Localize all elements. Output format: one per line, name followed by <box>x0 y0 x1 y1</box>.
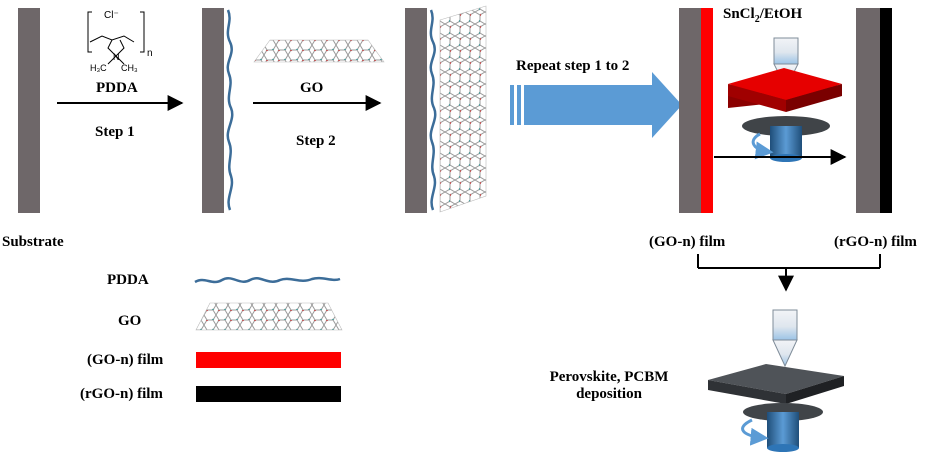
pdda-arrow-label: PDDA <box>96 80 138 96</box>
go-layer <box>439 5 487 213</box>
rgo-n-film-layer <box>880 8 892 213</box>
chloride-label: Cl⁻ <box>104 10 119 21</box>
substrate-rgo-n <box>856 8 880 213</box>
legend-go-swatch <box>195 302 343 331</box>
step2-label: Step 2 <box>296 133 336 149</box>
legend-pdda-swatch <box>194 276 341 284</box>
legend-rgo-n-label: (rGO-n) film <box>80 386 163 402</box>
pdda-layer <box>226 9 234 211</box>
perovskite-line1: Perovskite, PCBM <box>549 369 669 385</box>
substrate-pdda <box>202 8 224 213</box>
legend-go-label: GO <box>118 313 142 329</box>
repeat-arrow <box>510 72 682 138</box>
perovskite-pipette-icon <box>772 309 798 368</box>
sncl2-main: SnCl <box>723 6 755 22</box>
methyl-right-label: CH₃ <box>121 63 138 73</box>
legend-pdda-label: PDDA <box>107 272 149 288</box>
substrate-pdda-go <box>405 8 427 213</box>
perovskite-label: Perovskite, PCBM deposition <box>534 369 684 404</box>
substrate-go-n <box>679 8 701 213</box>
go-n-film-layer <box>701 8 713 213</box>
substrate-label: Substrate <box>2 234 64 250</box>
legend-rgo-n-swatch <box>196 386 341 402</box>
step1-label: Step 1 <box>95 124 135 140</box>
sncl2-subscript: 2 <box>754 14 760 25</box>
nitrogen-label: N <box>113 52 120 62</box>
pdda-layer-2 <box>429 9 437 211</box>
go-n-film-label: (GO-n) film <box>649 234 726 250</box>
spin-coater-gray <box>708 364 844 452</box>
repeat-label: Repeat step 1 to 2 <box>516 58 630 74</box>
methyl-left-label: H₃C <box>90 63 107 73</box>
legend-go-n-label: (GO-n) film <box>87 352 164 368</box>
go-arrow-label: GO <box>300 80 324 96</box>
spin-coater-red <box>728 68 842 162</box>
sncl2-tail: /EtOH <box>759 6 803 22</box>
sncl2-label: SnCl2/EtOH <box>723 6 802 26</box>
merge-connector <box>697 254 881 292</box>
legend-go-n-swatch <box>196 352 341 368</box>
perovskite-line2: deposition <box>576 386 642 403</box>
pdda-structure-icon <box>87 11 145 65</box>
substrate-bare <box>18 8 40 213</box>
go-sheet-icon <box>253 39 385 63</box>
subscript-n-label: n <box>147 48 153 59</box>
rgo-n-film-label: (rGO-n) film <box>834 234 917 250</box>
